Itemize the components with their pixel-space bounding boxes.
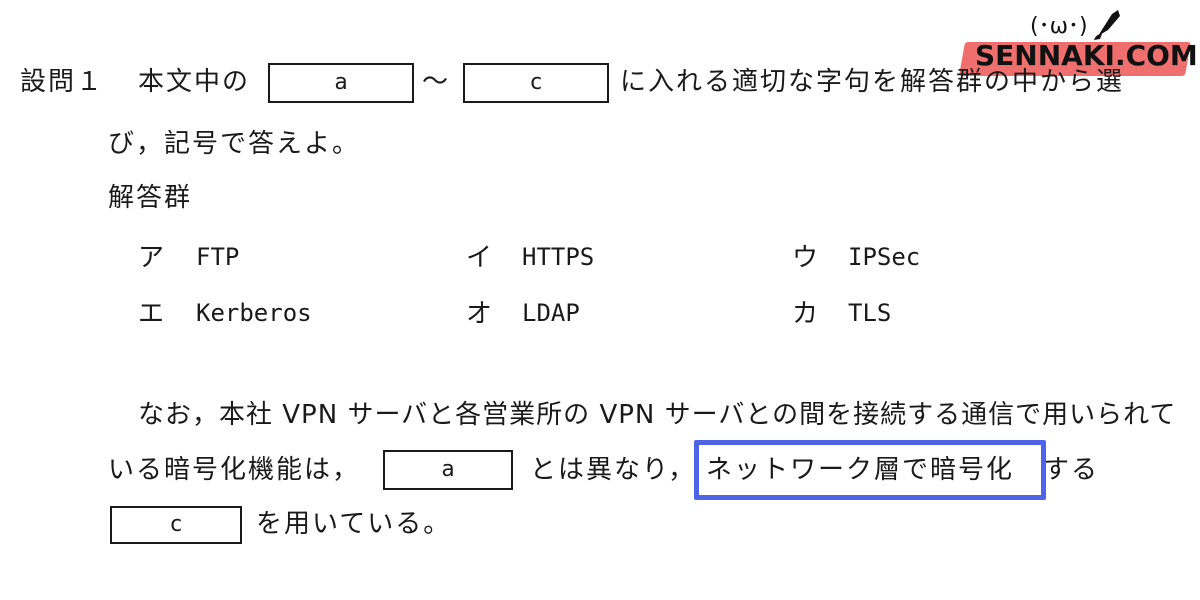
watermark-text: SENNAKI.COM <box>975 39 1198 72</box>
question-text-pre: 本文中の <box>138 67 251 97</box>
paragraph-line2-mid: とは異なり， <box>530 455 697 485</box>
option-key: エ <box>138 299 167 329</box>
answer-group-title: 解答群 <box>108 183 193 213</box>
option-value: FTP <box>196 243 240 271</box>
paragraph-line1: なお，本社 VPN サーバと各営業所の VPN サーバとの間を接続する通信で用い… <box>138 400 1177 430</box>
option-key: ウ <box>792 243 821 273</box>
paragraph-line3-post: を用いている。 <box>256 509 452 539</box>
option-key: イ <box>466 243 495 273</box>
option-value: Kerberos <box>196 299 312 327</box>
option-key: オ <box>466 299 495 329</box>
option-value: TLS <box>848 299 892 327</box>
blank-c: c <box>463 63 609 103</box>
blank-a: a <box>268 63 414 103</box>
highlighted-phrase: ネットワーク層で暗号化 <box>706 455 1015 485</box>
blank-a-paragraph: a <box>383 450 513 490</box>
option-value: IPSec <box>848 243 921 271</box>
option-key: カ <box>792 299 821 329</box>
question-label: 設問１ <box>20 67 105 97</box>
option-value: LDAP <box>522 299 580 327</box>
question-text-line2: び，記号で答えよ。 <box>108 129 361 159</box>
option-value: HTTPS <box>522 243 595 271</box>
brush-icon <box>1094 10 1120 40</box>
option-key: ア <box>138 243 167 273</box>
watermark-face: (･ω･) <box>1030 14 1088 39</box>
paragraph-line2-post: する <box>1043 455 1100 485</box>
question-text-post: に入れる適切な字句を解答群の中から選 <box>620 67 1125 97</box>
blank-c-paragraph: c <box>110 506 242 544</box>
tilde: ～ <box>422 67 451 97</box>
paragraph-line2-pre: いる暗号化機能は， <box>108 455 361 485</box>
